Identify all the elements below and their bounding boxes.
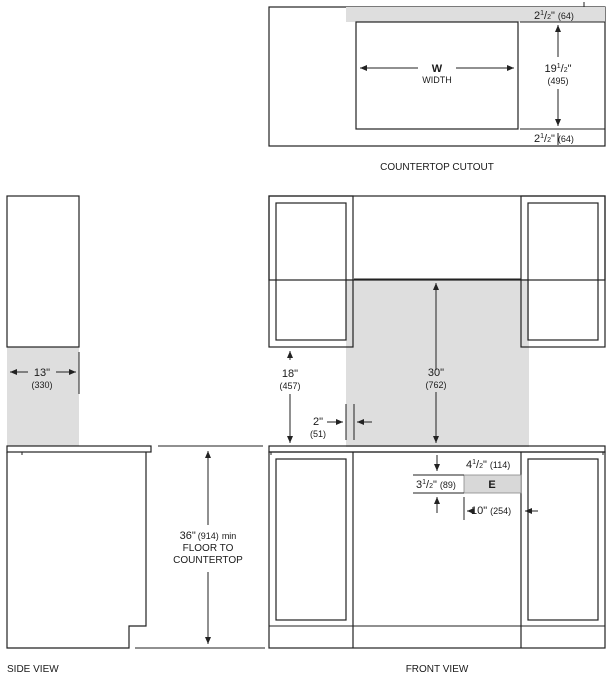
base-cabinet-run	[268, 451, 606, 649]
upper-cabinet-right-door	[527, 202, 599, 341]
backsplash-shading	[346, 7, 605, 22]
countertop-cutout-view: W WIDTH 191/2" (495) 21/2"(64) 21/2"(64)…	[268, 2, 606, 173]
top-margin-dimension: 21/2"(64)	[534, 10, 574, 22]
height-label-line3: COUNTERTOP	[173, 555, 243, 566]
base-cabinet-right-door	[527, 458, 599, 621]
depth-dimension: 191/2"	[544, 63, 571, 75]
side-clearance-shading	[7, 347, 79, 446]
e-top-dimension: 41/2"(114)	[466, 459, 510, 471]
side-base-cabinet	[6, 452, 147, 649]
width-letter: W	[432, 63, 443, 75]
front-view-title: FRONT VIEW	[406, 664, 469, 675]
side-countertop	[6, 445, 152, 453]
wall-outline	[268, 195, 606, 281]
cabinet-clearance-dimension: 18"	[282, 368, 298, 380]
side-gap-dimension: 2"	[313, 416, 323, 428]
side-view-title: SIDE VIEW	[7, 664, 59, 675]
hood-clearance-dimension: 30"	[428, 367, 444, 379]
upper-cabinet-left	[268, 195, 354, 348]
hood-clearance-mm: (762)	[425, 380, 446, 390]
bottom-margin-dimension: 21/2"(64)	[534, 133, 574, 145]
side-view: 13" (330) 36"(914)min FLOOR TO COUNTERTO…	[6, 195, 265, 675]
height-label-line2: FLOOR TO	[183, 543, 234, 554]
side-upper-cabinet	[6, 195, 80, 348]
upper-cabinet-left-door	[275, 202, 347, 341]
side-gap-mm: (51)	[310, 429, 326, 439]
base-cabinet-left-door	[275, 458, 347, 621]
side-depth-dimension: 13"	[34, 367, 50, 379]
hood-clearance-shading	[346, 279, 529, 447]
side-depth-mm: (330)	[31, 380, 52, 390]
upper-cabinet-right	[520, 195, 606, 348]
width-word: WIDTH	[422, 75, 452, 85]
e-offset-dimension: 10"(254)	[471, 505, 511, 517]
front-view: 18" (457) 30" (762) 2" (51) E 41/2"(114)	[268, 195, 606, 675]
height-dimension: 36"(914)min	[180, 530, 237, 542]
cabinet-clearance-mm: (457)	[279, 381, 300, 391]
cutout-rectangle	[355, 21, 519, 130]
electrical-box-label: E	[488, 479, 495, 491]
electrical-box-e	[463, 474, 522, 494]
countertop-cutout-title: COUNTERTOP CUTOUT	[380, 162, 494, 173]
depth-dimension-mm: (495)	[547, 76, 568, 86]
e-height-dimension: 31/2"(89)	[416, 479, 456, 491]
